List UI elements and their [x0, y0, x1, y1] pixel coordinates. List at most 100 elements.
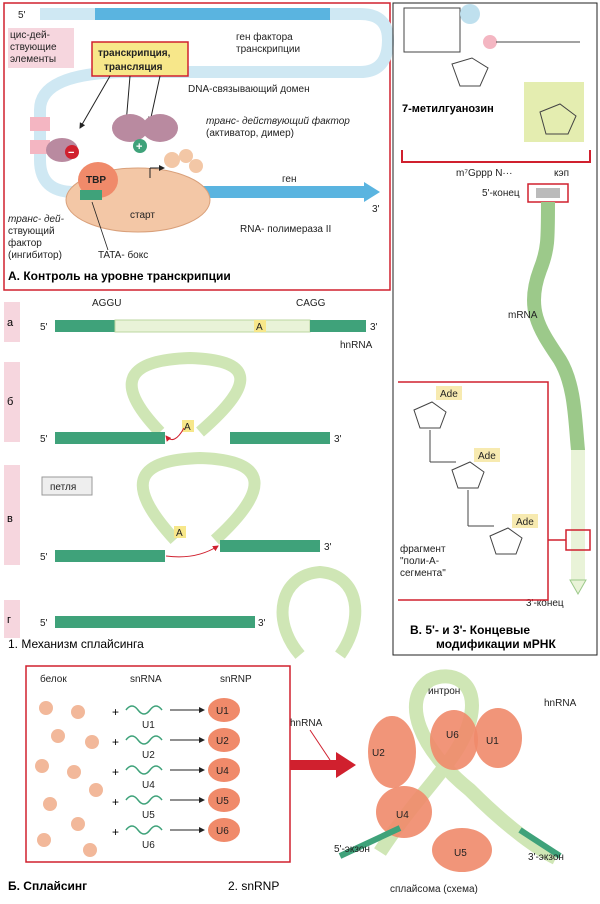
splicing-caption: 1. Механизм сплайсинга [8, 637, 144, 651]
row-v-exon-2 [220, 540, 320, 552]
trans-activator-label-1: транс- действующий фактор [206, 115, 350, 127]
poly-a-inset-frame [398, 381, 566, 601]
snrna-u1: U1 [142, 720, 155, 731]
fragment-label-1: фрагмент [400, 543, 446, 555]
row-a-5-prime: 5' [40, 322, 48, 333]
panel-v-title-2: модификации мРНК [436, 637, 556, 651]
snrnp-u6: U6 [216, 826, 229, 837]
row-g-3-prime: 3' [258, 618, 266, 629]
snrnp-row-u5: + U5 U5 [112, 788, 240, 821]
cis-label-1: цис-дей- [10, 30, 50, 41]
exon3-label: 3'-экзон [528, 852, 564, 863]
snrnp-u4: U4 [216, 766, 229, 777]
hnrna-arrow-label: hnRNA [290, 718, 323, 729]
svg-text:U4: U4 [396, 810, 409, 821]
row-a-exon-2 [310, 320, 366, 332]
row-g-exon-1 [55, 616, 155, 628]
loop-tag [41, 476, 93, 496]
cagg-label: CAGG [296, 298, 326, 309]
minus-sign: − [68, 147, 74, 159]
fragment-label-2: "поли-А- [400, 556, 439, 567]
cis-element-2 [30, 140, 50, 154]
panel-v-title-1: В. 5'- и 3'- Концевые [410, 623, 530, 637]
spliceosome-hnrna-label: hnRNA [544, 698, 577, 709]
dna-binding-domain-label: DNA-связывающий домен [188, 84, 310, 95]
snrnp-u1: U1 [216, 706, 229, 717]
svg-text:+: + [112, 825, 119, 839]
panel-a-transcription-control: 5' 3' ген фактора транскрипции цис-дей- … [3, 2, 395, 291]
cis-label-bg [8, 28, 74, 68]
row-b-3-prime: 3' [334, 434, 342, 445]
spliceosome-u1 [474, 708, 522, 768]
panel-b-snrnp: белок snRNA snRNP + U1 U1 + U2 U2 [8, 665, 577, 895]
snrna-u4: U4 [142, 780, 155, 791]
svg-text:U5: U5 [454, 848, 467, 859]
row-v-5-prime: 5' [40, 552, 48, 563]
row-b-branch: A [184, 422, 191, 433]
plus-sign: + [136, 141, 142, 153]
spliceosome-u6 [430, 710, 478, 770]
cis-label-2: ствующие [10, 42, 57, 53]
protein-dots [35, 701, 103, 857]
row-v-branch: A [176, 528, 183, 539]
activator-protein-1 [112, 114, 148, 142]
loop-label: петля [50, 482, 76, 493]
row-b-exon-1 [55, 432, 165, 444]
panel-b-title: Б. Сплайсинг [8, 879, 87, 893]
row-b-label: б [7, 396, 13, 408]
three-end-label: 3'-конец [526, 598, 564, 609]
snrna-u2: U2 [142, 750, 155, 761]
row-g-5-prime: 5' [40, 618, 48, 629]
five-end-label: 5'-конец [482, 188, 520, 199]
svg-text:+: + [112, 765, 119, 779]
row-a-3-prime: 3' [370, 322, 378, 333]
transcription-factor-gene [95, 8, 330, 20]
spliceosome-u4 [376, 786, 432, 838]
panel-a-title: А. Контроль на уровне транскрипции [8, 269, 231, 283]
svg-text:U1: U1 [486, 736, 499, 747]
snrnp-caption: 2. snRNP [228, 879, 279, 893]
panel-b-frame [25, 665, 291, 863]
svg-text:+: + [112, 735, 119, 749]
tbp-protein [78, 162, 118, 198]
panel-v-end-modifications: 7-метилгуанозин m⁷Gppp N··· кэп 5'-конец… [392, 2, 598, 656]
cap-formula: m⁷Gppp N··· [456, 168, 512, 179]
snrnp-u5: U5 [216, 796, 229, 807]
snrna-u6: U6 [142, 840, 155, 851]
row-g-exon-2 [155, 616, 255, 628]
tata-box [80, 190, 102, 200]
poly-a-ribose-1 [413, 401, 447, 429]
mrna-strand [526, 201, 585, 580]
ribose-1 [451, 57, 489, 87]
activator-protein-2 [142, 114, 178, 142]
svg-text:+: + [112, 795, 119, 809]
spliceosome-u2 [368, 716, 416, 788]
tbp-label: TBP [86, 175, 106, 186]
row-a-label: а [7, 317, 14, 329]
tata-box-label: TATA- бокс [98, 249, 148, 261]
row-v-3-prime: 3' [324, 542, 332, 553]
cis-element-1 [30, 117, 50, 131]
row-b-5-prime: 5' [40, 434, 48, 445]
poly-a-ribose-2 [451, 461, 485, 489]
ade-label-2: Ade [478, 451, 496, 462]
trans-inhibitor-label-2: ствующий [8, 226, 55, 237]
excised-lariat [276, 565, 362, 659]
spliceosome-caption: сплайсома (схема) [390, 884, 478, 895]
row-a-exon-1 [55, 320, 115, 332]
gene-label: ген [282, 174, 297, 185]
trans-activator-label-2: (активатор, димер) [206, 128, 294, 139]
rna-polymerase-label: RNA- полимераза II [240, 224, 331, 235]
gene-arrowhead [364, 182, 380, 202]
svg-text:U6: U6 [446, 730, 459, 741]
start-label: старт [130, 210, 155, 221]
svg-text:+: + [112, 705, 119, 719]
methylguanosine-label: 7-метилгуанозин [402, 103, 494, 115]
transcription-translation-box [91, 41, 189, 77]
row-a-intron [114, 319, 311, 333]
translation-label: трансляция [104, 62, 163, 73]
snrnp-row-u4: + U4 U4 [112, 758, 240, 791]
snrnp-row-u6: + U6 U6 [112, 818, 240, 851]
panel-v-frame [392, 2, 598, 656]
